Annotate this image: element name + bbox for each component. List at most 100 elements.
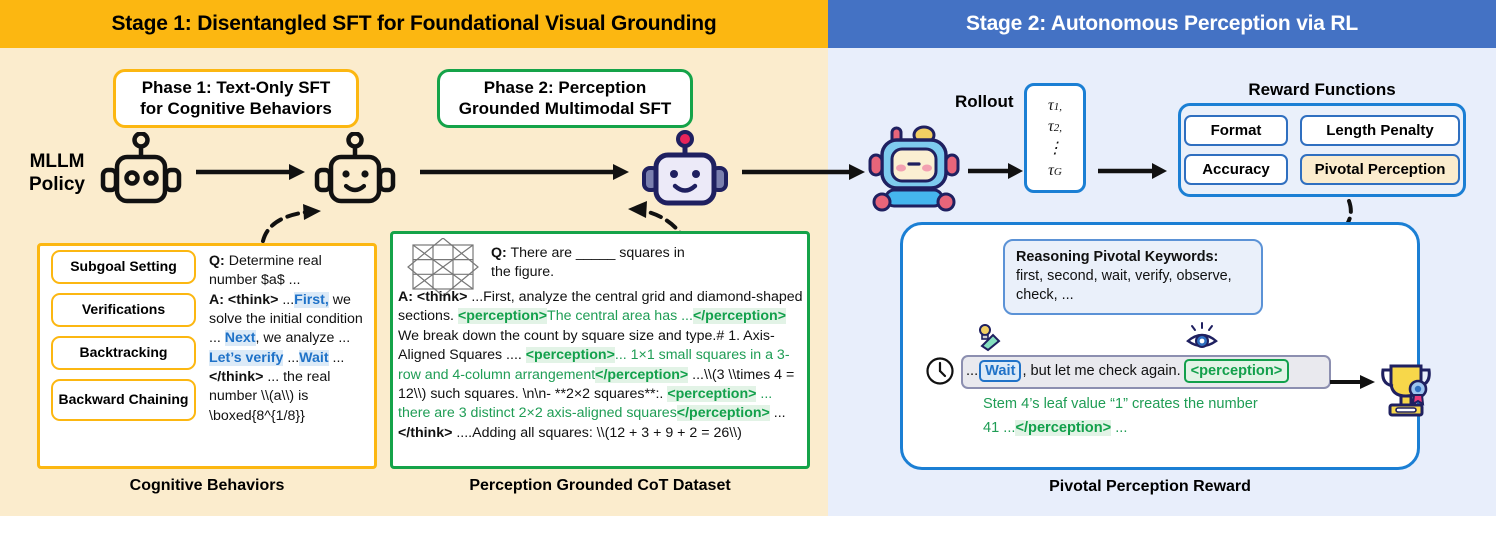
pivotal-grounded-text: Stem 4’s leaf value “1” creates the numb… — [983, 392, 1323, 440]
pivotal-perception-reward-caption: Pivotal Perception Reward — [1049, 478, 1251, 495]
robot-icon-phase2-output — [640, 130, 730, 221]
reward-chip-pivotal-perception[interactable]: Pivotal Perception — [1300, 154, 1460, 185]
cot-tail: ....Adding all squares: \\(12 + 3 + 9 + … — [452, 424, 742, 441]
cognitive-a-label: A: <think> — [209, 291, 279, 308]
policy-line-2: Policy — [29, 174, 85, 196]
cognitive-keyword-lets-verify: Let’s verify — [209, 349, 284, 366]
cot-perception-close-3: </perception> — [676, 405, 770, 422]
reward-functions-title: Reward Functions — [1248, 80, 1396, 99]
cot-perception-open-2: <perception> — [525, 347, 615, 364]
policy-line-1: MLLM — [29, 151, 85, 172]
reward-chip-accuracy[interactable]: Accuracy — [1184, 154, 1288, 185]
eye-observe-icon — [1185, 322, 1219, 356]
trophy-icon — [1375, 358, 1437, 424]
cognitive-tail: ... the real number \\(a\\) is \boxed{8^… — [209, 368, 331, 424]
cognitive-sample-text: Q: Determine real number $a$ ... A: <thi… — [209, 252, 369, 426]
cot-a-p2: We break down the count by square size a… — [398, 327, 775, 364]
cot-grounded-1: The central area has ... — [547, 308, 693, 325]
grounded-line-1: Stem 4’s leaf value “1” creates the numb… — [983, 396, 1258, 412]
rollout-item-2: τ2, — [1048, 116, 1062, 138]
reward-chip-label: Length Penalty — [1326, 122, 1434, 139]
cognitive-keyword-wait: Wait — [299, 349, 329, 366]
cognitive-q-text: Determine real number $a$ ... — [209, 253, 322, 289]
tau-symbol: τ — [1048, 96, 1054, 114]
behavior-label: Backtracking — [79, 344, 168, 361]
perception-cot-caption: Perception Grounded CoT Dataset — [469, 477, 731, 494]
arrow-rollout-to-rewards — [1098, 163, 1167, 179]
cot-a-p3: ...\\(3 \\times 4 = 12\\) such squares. … — [398, 366, 795, 402]
cognitive-behaviors-caption: Cognitive Behaviors — [129, 477, 285, 494]
reward-chip-format[interactable]: Format — [1184, 115, 1288, 146]
behavior-label: Subgoal Setting — [70, 258, 177, 275]
arrow-stage1-to-stage2 — [742, 164, 865, 180]
arrow-policy-to-phase1 — [196, 164, 305, 180]
arrow-to-trophy — [1330, 375, 1375, 389]
arrow-phase1-to-phase2 — [420, 164, 629, 180]
tau-sub: 2, — [1053, 122, 1062, 135]
phase-2-title-box: Phase 2: Perception Grounded Multimodal … — [437, 69, 693, 128]
reasoning-pivotal-keywords-box: Reasoning Pivotal Keywords: first, secon… — [1003, 239, 1263, 315]
perception-close-tag: </perception> — [1015, 420, 1112, 437]
perception-open-tag-chip: <perception> — [1183, 359, 1290, 383]
rollout-item-g: τG — [1048, 160, 1062, 182]
cot-a-p1: ...First, analyze the central grid and d… — [398, 289, 803, 325]
behavior-label: Verifications — [81, 301, 166, 318]
cognitive-seg-3: ... — [283, 349, 300, 366]
behavior-chip-backward-chaining[interactable]: Backward Chaining — [51, 379, 196, 421]
phase-1-line-1: Phase 1: Text-Only SFT — [141, 77, 331, 97]
cot-perception-close-1: </perception> — [692, 308, 786, 325]
cognitive-keyword-next: Next — [224, 330, 256, 347]
cot-q-label: Q: — [491, 245, 507, 261]
grounded-line-2-post: ... — [1111, 420, 1128, 437]
phase-2-line-1: Phase 2: Perception — [483, 77, 647, 97]
cot-perception-close-2: </perception> — [595, 366, 689, 383]
cot-perception-open-3: <perception> — [667, 385, 757, 402]
phase-2-line-2: Grounded Multimodal SFT — [458, 98, 672, 118]
pivotal-sentence-content: ... Wait , but let me check again. <perc… — [963, 356, 1292, 386]
robot-icon-phase1-output — [312, 131, 398, 221]
grounded-line-2-pre: 41 ... — [983, 420, 1016, 437]
lightbulb-idea-icon — [975, 322, 1005, 356]
cot-close-tag: </think> — [398, 424, 453, 441]
reward-chip-label: Pivotal Perception — [1314, 161, 1446, 178]
stage-1-header: Stage 1: Disentangled SFT for Foundation… — [0, 0, 828, 48]
tau-sub: G — [1053, 165, 1062, 178]
rollout-item-1: τ1, — [1048, 95, 1062, 117]
arrow-agent-to-rollout — [968, 163, 1023, 179]
rollout-label: Rollout — [955, 92, 1014, 111]
sentence-middle: , but let me check again. — [1022, 363, 1181, 379]
keywords-title: Reasoning Pivotal Keywords: — [1016, 249, 1219, 265]
cognitive-seg-2: , we analyze ... — [255, 330, 351, 347]
cot-a-label: A: <think> — [398, 289, 468, 305]
tau-symbol: τ — [1048, 161, 1054, 179]
rollout-ellipsis: ⋮ — [1047, 140, 1063, 157]
cognitive-behaviors-list: Subgoal Setting Verifications Backtracki… — [51, 250, 196, 430]
phase-1-title-box: Phase 1: Text-Only SFT for Cognitive Beh… — [113, 69, 359, 128]
cot-grounded-2: ... 1×1 small squares in a 3-row and 4-c… — [398, 347, 790, 383]
behavior-chip-subgoal-setting[interactable]: Subgoal Setting — [51, 250, 196, 284]
tau-symbol: τ — [1048, 118, 1054, 136]
reward-chip-length-penalty[interactable]: Length Penalty — [1300, 115, 1460, 146]
sentence-prefix: ... — [966, 363, 979, 379]
clock-icon — [925, 356, 955, 390]
reward-chip-label: Accuracy — [1202, 161, 1270, 178]
mllm-policy-label: MLLM Policy — [18, 150, 96, 196]
cot-a-p4: ... — [769, 405, 786, 422]
phase-1-line-2: for Cognitive Behaviors — [140, 98, 332, 118]
stage-2-header: Stage 2: Autonomous Perception via RL — [828, 0, 1496, 48]
behavior-label: Backward Chaining — [58, 391, 189, 408]
reward-chip-label: Format — [1210, 122, 1262, 139]
grid-diamond-squares-figure — [404, 237, 482, 301]
behavior-chip-backtracking[interactable]: Backtracking — [51, 336, 196, 370]
cognitive-seg-1: we solve the initial condition ... — [209, 291, 363, 347]
rollout-box: τ1, τ2, ⋮ τG — [1024, 83, 1086, 193]
cot-q-text: There are _____ squares in the figure. — [491, 245, 685, 281]
cognitive-q-label: Q: — [209, 253, 225, 269]
tau-sub: 1, — [1053, 100, 1062, 113]
robot-icon-base-policy — [98, 131, 184, 221]
behavior-chip-verifications[interactable]: Verifications — [51, 293, 196, 327]
keywords-body: first, second, wait, verify, observe, ch… — [1016, 268, 1232, 304]
dashed-arrow-cognitive-to-robot — [261, 204, 321, 243]
reward-functions-box: Format Length Penalty Accuracy Pivotal P… — [1178, 103, 1466, 197]
